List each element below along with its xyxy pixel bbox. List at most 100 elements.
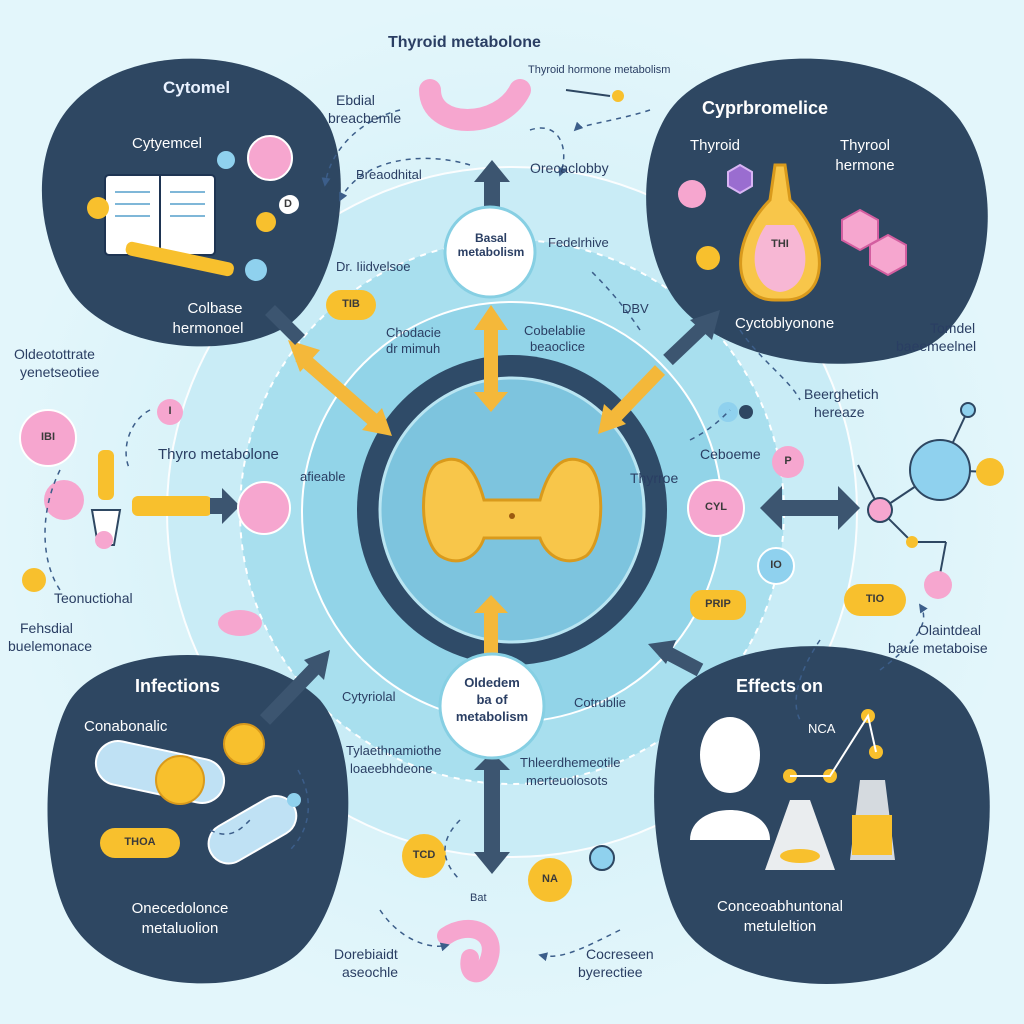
hexagon-pair-icon-2: [869, 233, 907, 277]
bottomright-bottom-1: Conceoabhuntonal: [717, 898, 843, 915]
thoa-label: THOA: [124, 836, 156, 848]
pink-bubble-icon: [44, 480, 84, 520]
io-pill: [757, 547, 795, 585]
bottomleft-bottom-1: Onecedolonce: [131, 900, 229, 917]
topright-hormone-label-1: Thyrool: [839, 137, 891, 154]
molecule-bonds: [790, 713, 877, 777]
hub-bottom-label-2: ba of: [476, 692, 508, 707]
pink-tube-icon: [419, 79, 531, 131]
label-left-upper-1: Oldeotottrate: [14, 346, 95, 362]
label-cytyriolal: Cytyriolal: [342, 689, 396, 704]
molecule-node-small: [960, 402, 976, 418]
label-bl-mid-2: loaeebhdeone: [350, 761, 433, 776]
arrow-diagonal-topleft-dark: [265, 305, 305, 345]
label-left-lower-2: buelemonace: [8, 638, 93, 654]
tib-pill-label: TIB: [342, 298, 360, 310]
dashed-connectors: [44, 109, 928, 962]
label-left-lower-1: Fehsdial: [20, 620, 73, 636]
blue-molecule-icon: [217, 151, 235, 169]
molecule-node-pink-2: [924, 571, 952, 599]
arrow-hub-bottom-vertical: [474, 595, 508, 665]
gold-pill-small: [87, 197, 109, 219]
label-bottom-right-2: byerectiee: [578, 964, 643, 980]
person-head-icon: [690, 717, 770, 840]
ibi-pill: [19, 409, 77, 467]
label-beerghetich-2: hereaze: [814, 404, 865, 420]
i-pill-label: I: [168, 405, 172, 417]
label-bottom-left-2: aseochle: [342, 964, 399, 980]
gold-node-right: [696, 246, 720, 270]
label-econuctiohal: Teonuctiohal: [54, 590, 133, 606]
arrow-diagonal-topleft: [288, 340, 392, 436]
label-cebonne: Ceboeme: [700, 446, 761, 462]
flask-label: THI: [771, 238, 789, 250]
blue-node-icon: [245, 259, 267, 281]
prip-pill: [690, 590, 746, 620]
label-thyrroe: Thyrroe: [630, 470, 679, 486]
topright-hormone-label-2: hermone: [835, 157, 895, 174]
label-fedelrhive: Fedelrhive: [548, 235, 609, 250]
arrow-diagonal-bottomright: [648, 640, 704, 677]
hexagon-icon: [727, 163, 753, 195]
pink-pill: [247, 135, 293, 181]
arrow-bottom-vertical: [474, 752, 510, 874]
label-cotruble: Cotrublie: [574, 695, 627, 710]
d-pill: [279, 196, 297, 214]
tcd-pill-label: TCD: [412, 849, 436, 861]
label-cobelie-1: Cobelablie: [524, 323, 586, 338]
key-icon: [565, 89, 611, 97]
label-dr-liidvelson: Dr. Iiidvelsoe: [336, 259, 411, 274]
label-left-upper-2: yenetseotiee: [20, 364, 100, 380]
blue-coin-bottom: [589, 845, 615, 871]
bottomright-bottom-2: metuleltion: [743, 918, 817, 935]
hormone-flask-icon: [739, 163, 821, 302]
topleft-sub: Cytyemcel: [132, 135, 203, 152]
gold-node-icon: [256, 212, 276, 232]
gold-tablet-icon: [155, 755, 205, 805]
label-oredacioby: Orecaclobby: [530, 160, 609, 176]
center-left-pink-pill: [237, 481, 291, 535]
thyroid-gland-icon: [422, 457, 603, 563]
label-cobelie-2: beaoclice: [530, 339, 585, 354]
molecule-node-pink: [867, 497, 893, 523]
arrow-up-top: [474, 160, 510, 208]
label-bottom-right-1: Cocreseen: [586, 946, 654, 962]
hub-bottom-circle: [438, 652, 546, 760]
pink-tube-bottom-icon: [437, 919, 500, 983]
tio-pill: [844, 584, 906, 616]
label-bottom-small: Bat: [470, 892, 487, 904]
cyl-pill-label: CYL: [705, 501, 727, 513]
bottomright-title: Effects on: [736, 676, 824, 696]
label-breaodhital: Breaodhital: [356, 167, 422, 182]
label-bl-mid-1: Tylaethnamiothe: [346, 743, 442, 758]
bottomleft-sub: Conabonalic: [84, 718, 168, 735]
tio-pill-label: TIO: [865, 593, 885, 605]
hexagon-pair-icon: [841, 208, 879, 252]
arrow-hub-top-vertical: [474, 305, 508, 412]
ibi-pill-label: IBI: [40, 431, 56, 443]
bottomleft-bottom-2: metaluolion: [141, 920, 219, 937]
molecule-node-gold: [976, 458, 1004, 486]
topright-title: Cyprbromelice: [702, 98, 829, 118]
label-bottom-left-1: Dorebiaidt: [334, 946, 398, 962]
blue-blob-right: [718, 402, 738, 422]
na-pill-label: NA: [542, 873, 558, 885]
hub-top-circle: [443, 205, 537, 299]
molecule-hub: [909, 439, 971, 501]
arrow-right-horizontal: [760, 486, 860, 530]
test-tube-icon: [98, 450, 114, 500]
topleft-bottom-1: Colbase: [187, 300, 243, 317]
thoa-pill: [100, 828, 180, 858]
arrow-left-horizontal: [132, 488, 240, 524]
topleft-bottom-2: hermonoel: [172, 320, 244, 337]
topright-thyroid-label: Thyroid: [690, 137, 741, 154]
tcd-pill: [402, 834, 446, 878]
pink-oval-pill: [218, 610, 262, 636]
pink-drop-icon: [95, 531, 113, 549]
d-pill-label: D: [284, 198, 292, 210]
prip-pill-label: PRIP: [705, 598, 731, 610]
hub-bottom-label-1: Oldedem: [464, 675, 520, 690]
top-title: Thyroid metabolone: [388, 34, 541, 51]
label-thyro-metabolone: Thyro metabolone: [158, 446, 279, 463]
